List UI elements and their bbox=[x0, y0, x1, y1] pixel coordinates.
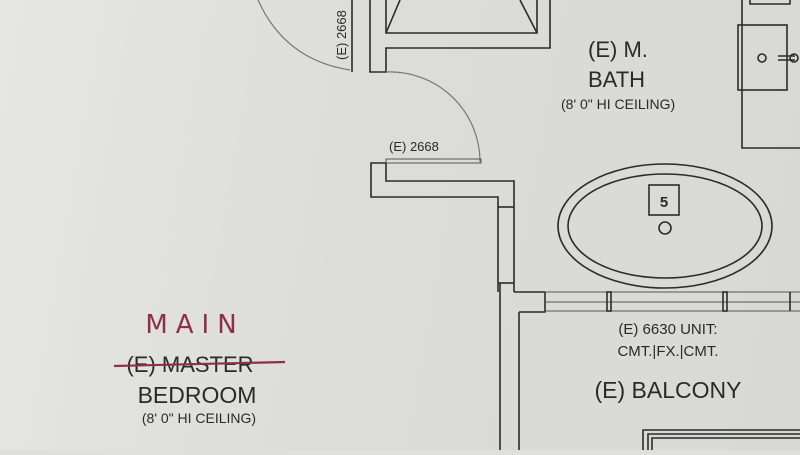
bedroom-label: BEDROOM bbox=[138, 382, 257, 408]
window-unit bbox=[545, 291, 800, 312]
strikethrough-mark bbox=[113, 360, 286, 368]
sink-vanity bbox=[737, 0, 800, 149]
walls bbox=[370, 162, 546, 450]
door-top-left: (E) 2668 bbox=[257, 0, 353, 72]
bedroom-ceiling: (8' 0" HI CEILING) bbox=[142, 410, 256, 426]
bath-label-line1: (E) M. bbox=[588, 37, 648, 62]
window-label-line2: CMT.|FX.|CMT. bbox=[617, 343, 718, 360]
tub-tag: 5 bbox=[660, 194, 668, 211]
window-label-line1: (E) 6630 UNIT: bbox=[618, 321, 717, 338]
tub-tag-box bbox=[648, 184, 680, 216]
bath-label-line2: BATH bbox=[588, 67, 645, 92]
door-label-top: (E) 2668 bbox=[334, 10, 349, 60]
closet-walls bbox=[369, 0, 551, 73]
bedroom-handwritten-label: MAIN bbox=[145, 310, 244, 340]
balcony-rail bbox=[642, 429, 800, 450]
door-label: (E) 2668 bbox=[389, 139, 439, 154]
door-bath: (E) 2668 bbox=[385, 71, 482, 164]
bath-ceiling: (8' 0" HI CEILING) bbox=[561, 96, 675, 112]
bathtub: 5 bbox=[557, 163, 773, 289]
drain-icon bbox=[658, 221, 672, 235]
balcony-label: (E) BALCONY bbox=[595, 377, 742, 403]
